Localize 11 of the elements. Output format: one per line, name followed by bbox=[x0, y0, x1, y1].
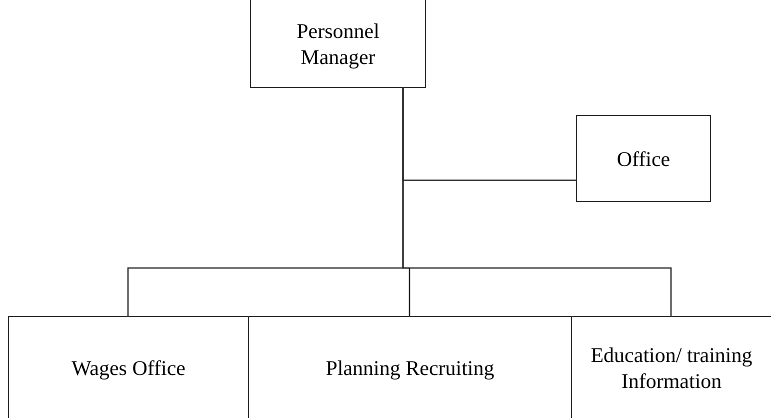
box-label: Wages Office bbox=[72, 354, 186, 380]
connector-line bbox=[402, 88, 672, 316]
org-box bbox=[250, 0, 426, 88]
org-box bbox=[571, 316, 771, 418]
org-box bbox=[8, 316, 248, 418]
org-box bbox=[248, 316, 571, 418]
box-label: Personnel Manager bbox=[296, 18, 380, 70]
box-label: Education/ training Information bbox=[590, 342, 754, 394]
box-label: Planning Recruiting bbox=[326, 354, 494, 380]
box-label: Office bbox=[616, 146, 670, 172]
org-box bbox=[576, 115, 711, 202]
